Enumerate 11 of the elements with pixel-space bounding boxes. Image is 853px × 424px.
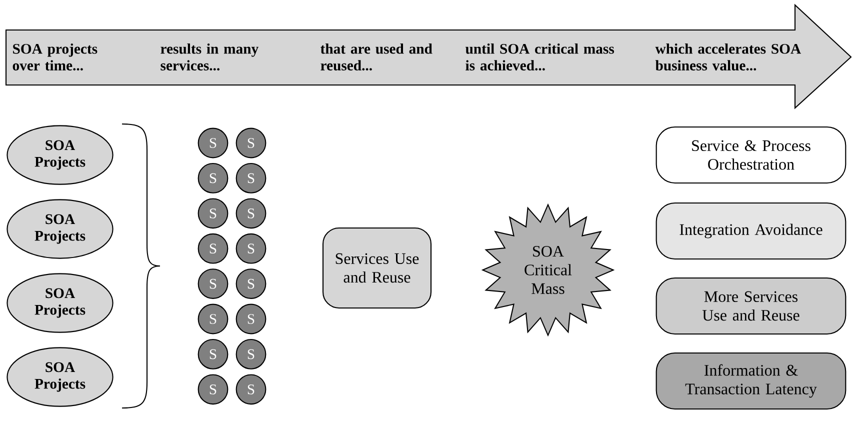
rounded-box: Information & Transaction Latency [656, 352, 846, 410]
step-text: SOA projects over time... [12, 43, 98, 71]
timeline-arrow [5, 4, 852, 110]
step-text: that are used and reused... [320, 43, 432, 71]
step-text: until SOA critical mass is achieved... [466, 43, 614, 71]
step-text: which accelerates SOA business value... [655, 43, 801, 71]
rounded-box: More Services Use and Reuse [656, 277, 846, 335]
rounded-box: Services Use and Reuse [322, 227, 432, 309]
rounded-box: Service & Process Orchestration [656, 126, 846, 184]
rounded-box: Integration Avoidance [656, 202, 846, 260]
step-text: results in many services... [160, 43, 258, 71]
